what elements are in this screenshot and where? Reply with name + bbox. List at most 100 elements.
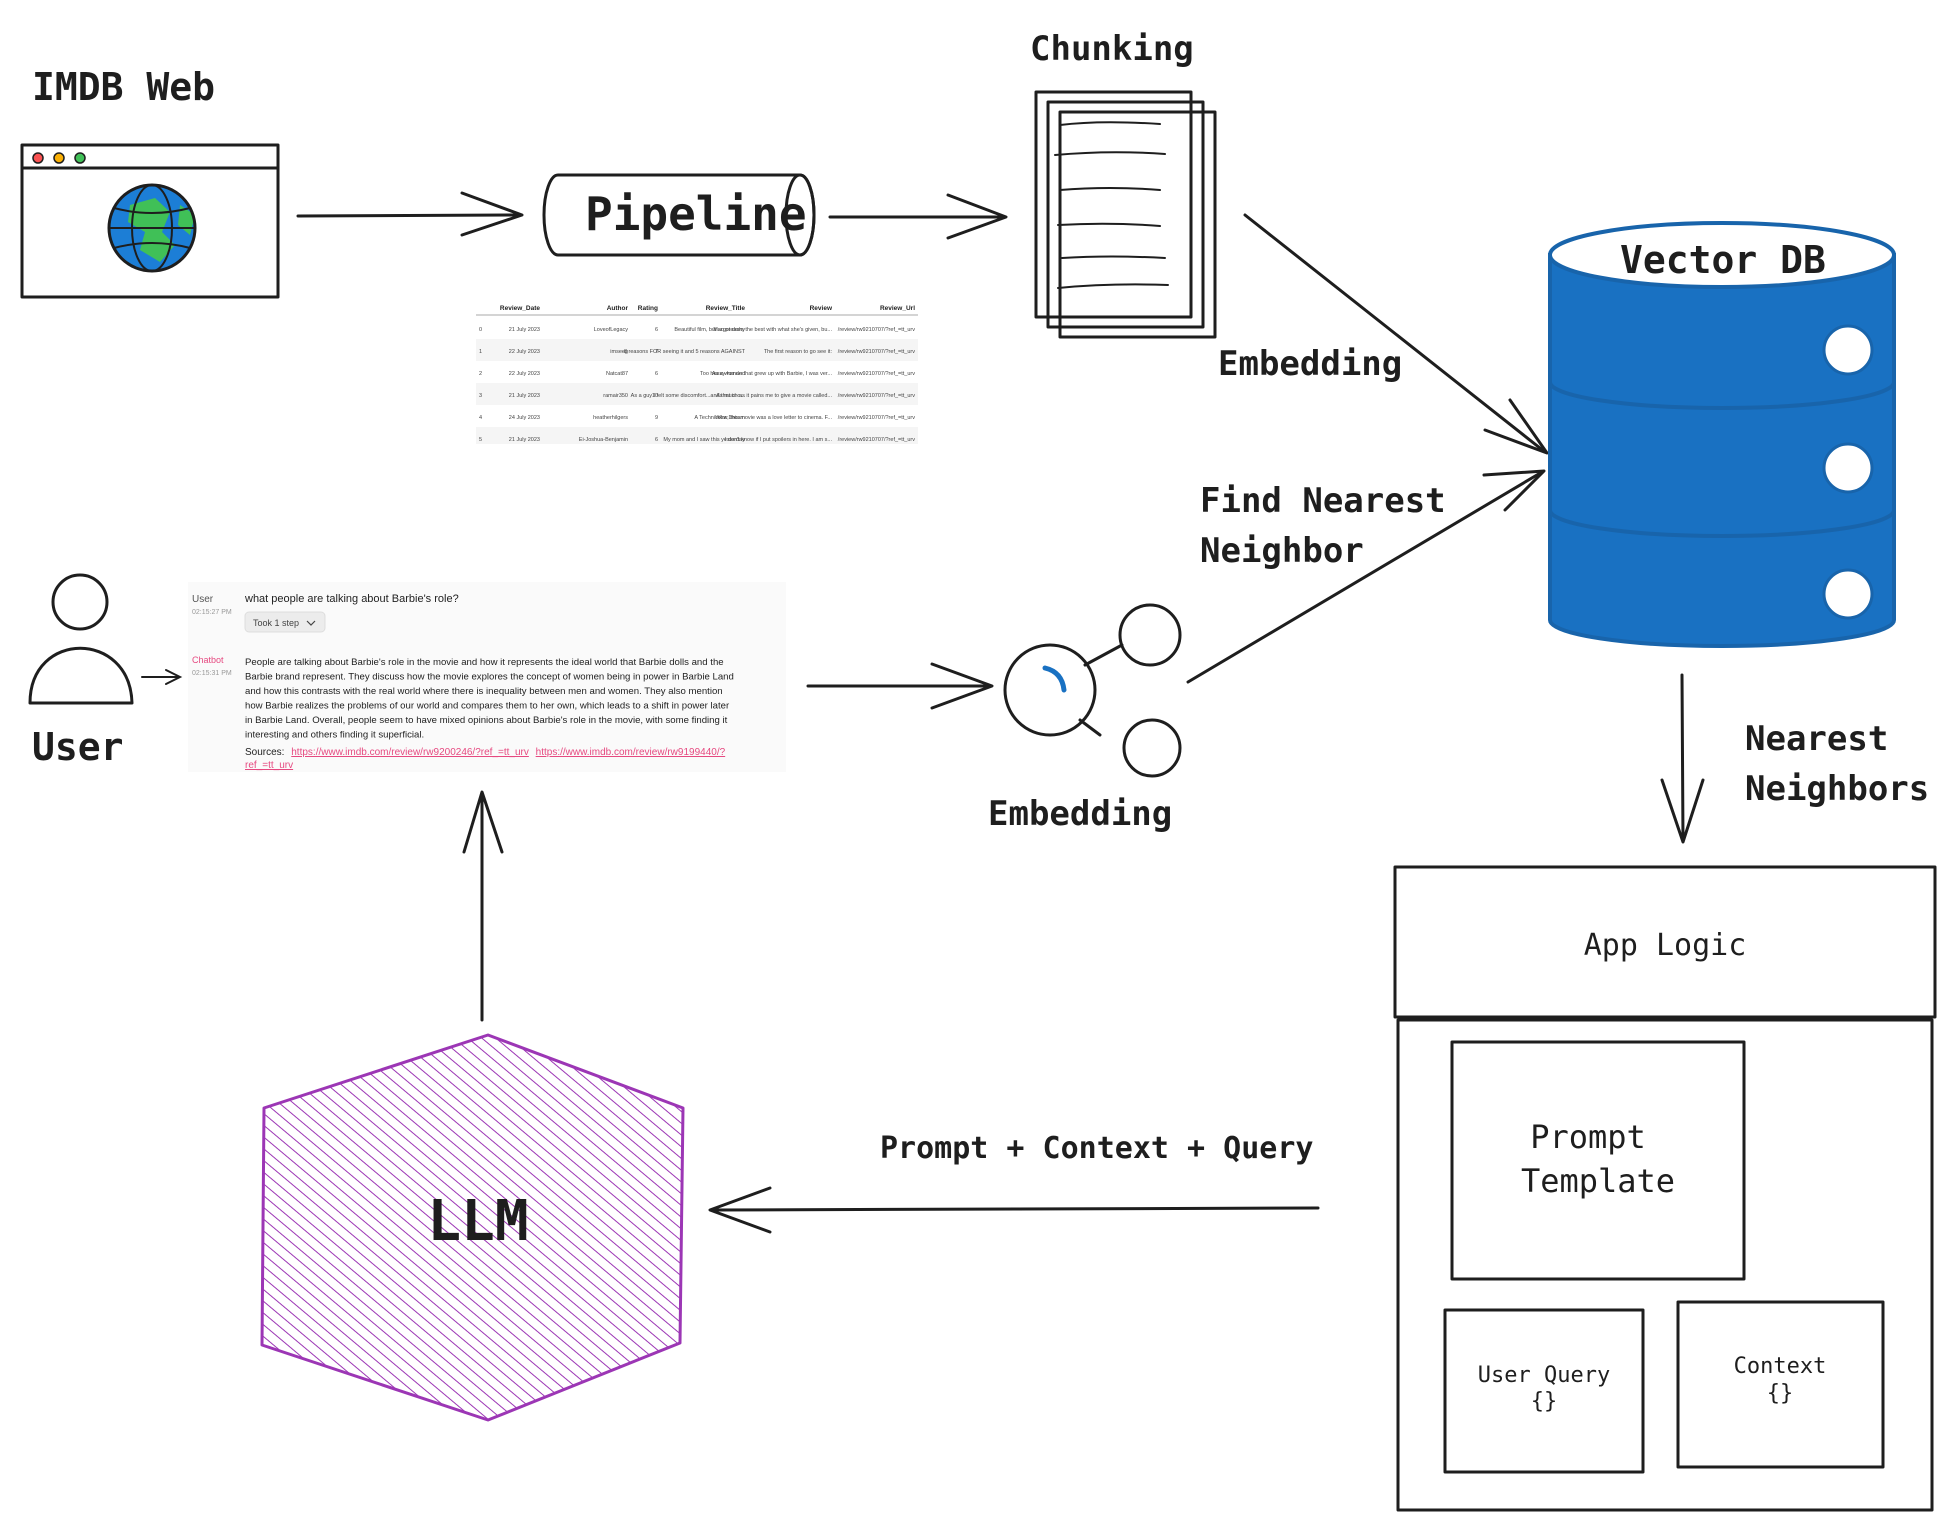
chat-user-message: what people are talking about Barbie's r… [244,593,459,605]
arrow-user-to-chat [141,669,183,685]
table-cell: Wow, this movie was a love letter to cin… [715,415,832,421]
user-query-box [1443,1308,1645,1474]
table-cell: 6 [655,327,658,333]
table-cell: As a guy I felt some discomfort...and th… [631,393,746,399]
table-cell: 1 [479,349,482,355]
table-cell: I don't know if I put spoilers in here. … [725,437,833,443]
table-header-cell: Review [810,305,833,312]
table-cell: LoveofLegacy [594,327,628,333]
db-indicator-1 [1822,324,1874,376]
imdb-web-label: IMDB Web [32,65,215,109]
table-cell: 21 July 2023 [509,393,540,399]
table-cell: 8 reasons FOR seeing it and 5 reasons AG… [624,349,746,355]
browser-window-icon [20,143,280,299]
user-query-braces: {} [1531,1389,1558,1414]
table-cell: Ei-Joshua-Benjamin [579,437,628,443]
table-background [476,298,918,444]
document-stack-icon [1034,90,1217,339]
chat-user-role: User [192,594,214,605]
chunking-label: Chunking [1030,29,1194,69]
chat-sources-line: Sources: https://www.imdb.com/review/rw9… [245,747,726,758]
source-link-2-cont[interactable]: ref_=tt_urv [245,760,293,771]
user-query-label: User Query [1478,1363,1610,1388]
find-nearest-label-line1: Find Nearest [1200,481,1446,521]
table-cell: /review/rw9210707/?ref_=tt_urv [838,349,915,355]
table-cell: 6 [655,437,658,443]
table-cell: 6 [655,371,658,377]
arrow-chat-to-embedding [806,662,994,710]
vector-db-label: Vector DB [1620,238,1826,282]
nearest-neighbors-line2: Neighbors [1745,769,1929,809]
embedding-top-label: Embedding [1218,344,1402,384]
table-cell: 3 [479,393,482,399]
table-header-cell: Review_Url [880,305,915,312]
context-label: Context [1734,1354,1827,1379]
table-cell: My mom and I saw this yesterday [663,437,745,443]
table-cell: heatherhilgers [593,415,628,421]
table-cell: 4 [479,415,482,421]
pipeline-label: Pipeline [585,187,807,241]
app-logic-block: App Logic Prompt Template User Query {} … [1393,865,1937,1512]
embedding-graph-icon [1003,603,1182,778]
chat-user-time: 02:15:27 PM [192,609,232,616]
chat-bot-message-line: and how this contrasts with the real wor… [245,686,723,697]
table-cell: 9 [655,415,658,421]
table-cell: Margot does the best with what she's giv… [713,327,832,333]
table-header-cell: Author [607,305,629,312]
chat-bot-message-line: in Barbie Land. Overall, people seem to … [245,715,728,726]
table-cell: /review/rw9210707/?ref_=tt_urv [838,437,915,443]
context-braces: {} [1767,1381,1794,1406]
arrow-chunking-to-vectordb [1243,213,1549,455]
chevron-down-icon [306,620,316,626]
arrow-embedding-to-vectordb [1186,469,1546,684]
embedding-mid-label: Embedding [988,794,1172,834]
table-cell: 7 [655,349,658,355]
table-header-cell: Review_Title [706,305,746,312]
window-maximize-dot [74,152,86,164]
chat-panel: User 02:15:27 PM what people are talking… [188,582,786,772]
db-indicator-3 [1822,568,1874,620]
user-label: User [32,725,124,769]
took-steps-button[interactable]: Took 1 step [244,611,326,633]
search-arc-icon [1042,665,1067,693]
table-cell: /review/rw9210707/?ref_=tt_urv [838,415,915,421]
table-row-stripe [476,339,918,361]
chat-sources-label: Sources: [245,747,284,758]
table-cell: ramair350 [603,393,628,399]
table-cell: The first reason to go see it: [764,349,833,355]
table-cell: 22 July 2023 [509,371,540,377]
arrow-web-to-pipeline [296,191,524,237]
vector-db-cylinder: Vector DB [1548,221,1896,648]
took-steps-label: Took 1 step [253,618,299,628]
table-cell: imseeg [610,349,628,355]
table-cell: 5 [479,437,482,443]
table-cell: 21 July 2023 [509,327,540,333]
table-cell: 22 July 2023 [509,349,540,355]
source-link-2[interactable]: https://www.imdb.com/review/rw9199440/? [536,747,726,758]
table-cell: 0 [479,327,482,333]
arrow-applogic-to-llm [708,1186,1320,1234]
table-cell: 10 [652,393,658,399]
user-icon [28,573,134,705]
source-link-1[interactable]: https://www.imdb.com/review/rw9200246/?r… [291,747,529,758]
prompt-template-box [1450,1040,1746,1281]
table-cell: /review/rw9210707/?ref_=tt_urv [838,371,915,377]
chat-bot-time: 02:15:31 PM [192,670,232,677]
window-minimize-dot [53,152,65,164]
table-cell: Too heavy handed [700,371,745,377]
arrow-llm-to-chat [462,790,504,1022]
chat-bot-role: Chatbot [192,655,224,665]
table-cell: Natcat87 [606,371,628,377]
arrow-vectordb-to-applogic [1660,673,1705,844]
table-cell: 24 July 2023 [509,415,540,421]
table-row-stripe [476,427,918,444]
chat-bot-message-line: interesting and others finding it superf… [245,730,424,741]
llm-hexagon: LLM [260,1033,685,1422]
pipeline-cylinder: Pipeline [542,173,816,257]
table-cell: /review/rw9210707/?ref_=tt_urv [838,327,915,333]
table-cell: A Technicolor Dream [694,415,745,421]
prompt-template-line1: Prompt [1530,1118,1646,1156]
nearest-neighbors-line1: Nearest [1745,719,1888,759]
table-row-stripe [476,383,918,405]
